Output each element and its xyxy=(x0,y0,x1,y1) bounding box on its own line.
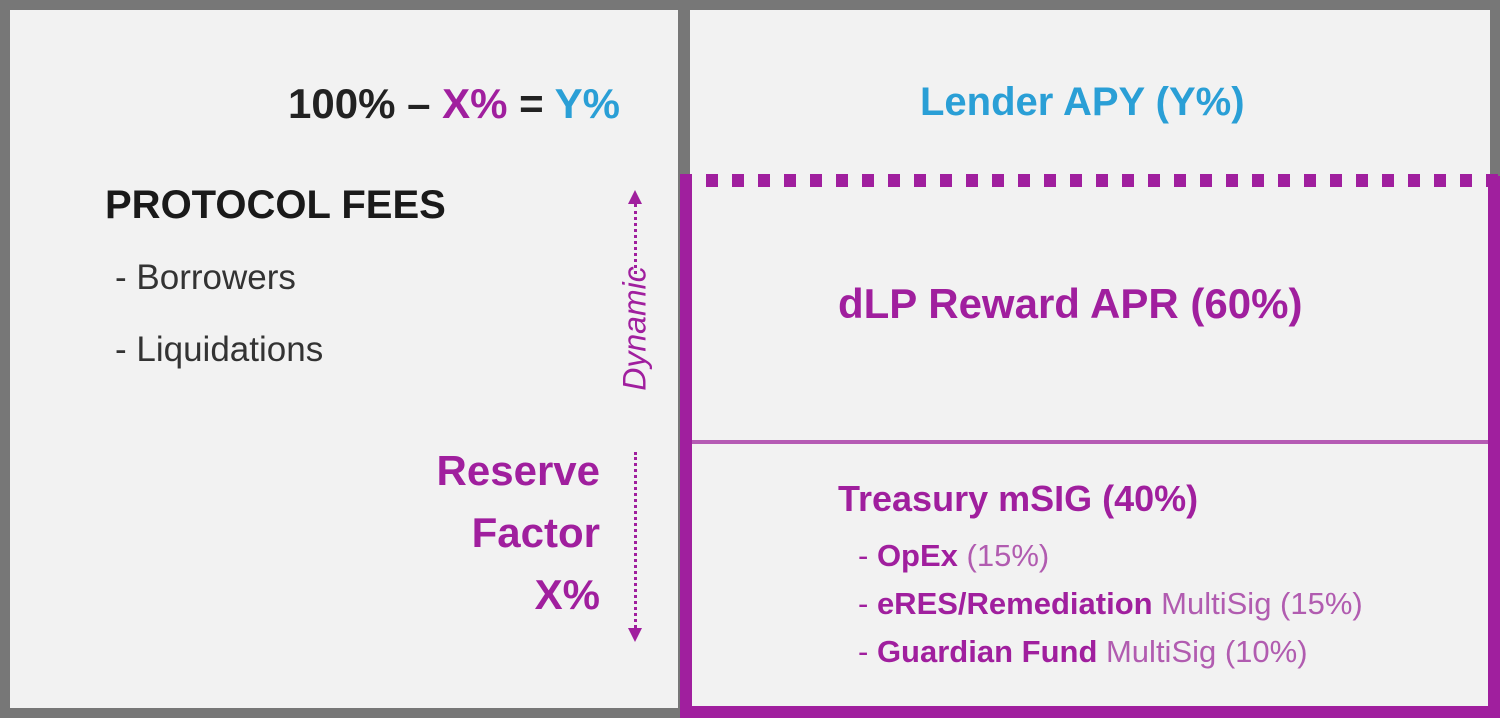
treasury-item-guardian: - Guardian Fund MultiSig (10%) xyxy=(858,634,1308,670)
equation-base: 100% – xyxy=(288,80,431,127)
equation-equals: = xyxy=(519,80,544,127)
dynamic-boundary-dotted-line xyxy=(680,174,1500,187)
item-prefix: - xyxy=(858,538,877,573)
protocol-fees-item-liquidations: - Liquidations xyxy=(115,330,324,369)
treasury-title: Treasury mSIG (40%) xyxy=(838,478,1199,519)
dynamic-line-upper xyxy=(634,204,637,274)
reserve-allocation-box xyxy=(680,176,1500,718)
treasury-item-eres: - eRES/Remediation MultiSig (15%) xyxy=(858,586,1363,622)
item-name: OpEx xyxy=(876,538,958,573)
equation-x: X% xyxy=(442,80,508,127)
item-name: Guardian Fund xyxy=(876,634,1098,669)
item-name: eRES/Remediation xyxy=(876,586,1153,621)
dynamic-label: Dynamic xyxy=(616,266,653,391)
lender-apy-label: Lender APY (Y%) xyxy=(920,80,1245,124)
item-detail: MultiSig (10%) xyxy=(1097,634,1308,669)
protocol-fees-title: PROTOCOL FEES xyxy=(105,183,446,227)
arrow-down-icon xyxy=(628,628,642,642)
reserve-line-3: X% xyxy=(534,571,600,618)
reserve-factor-label: Reserve Factor X% xyxy=(395,440,600,626)
allocation-split-line xyxy=(692,440,1488,444)
item-prefix: - xyxy=(858,586,877,621)
reserve-line-1: Reserve xyxy=(436,447,600,494)
equation-y: Y% xyxy=(554,80,620,127)
item-prefix: - xyxy=(858,634,877,669)
treasury-item-opex: - OpEx (15%) xyxy=(858,538,1049,574)
item-detail: (15%) xyxy=(957,538,1050,573)
protocol-fees-item-borrowers: - Borrowers xyxy=(115,258,296,297)
equation: 100% – X% = Y% xyxy=(288,80,620,128)
dynamic-line-lower xyxy=(634,452,637,628)
dlp-reward-label: dLP Reward APR (60%) xyxy=(838,280,1303,327)
item-detail: MultiSig (15%) xyxy=(1152,586,1363,621)
reserve-line-2: Factor xyxy=(471,509,600,556)
arrow-up-icon xyxy=(628,190,642,204)
